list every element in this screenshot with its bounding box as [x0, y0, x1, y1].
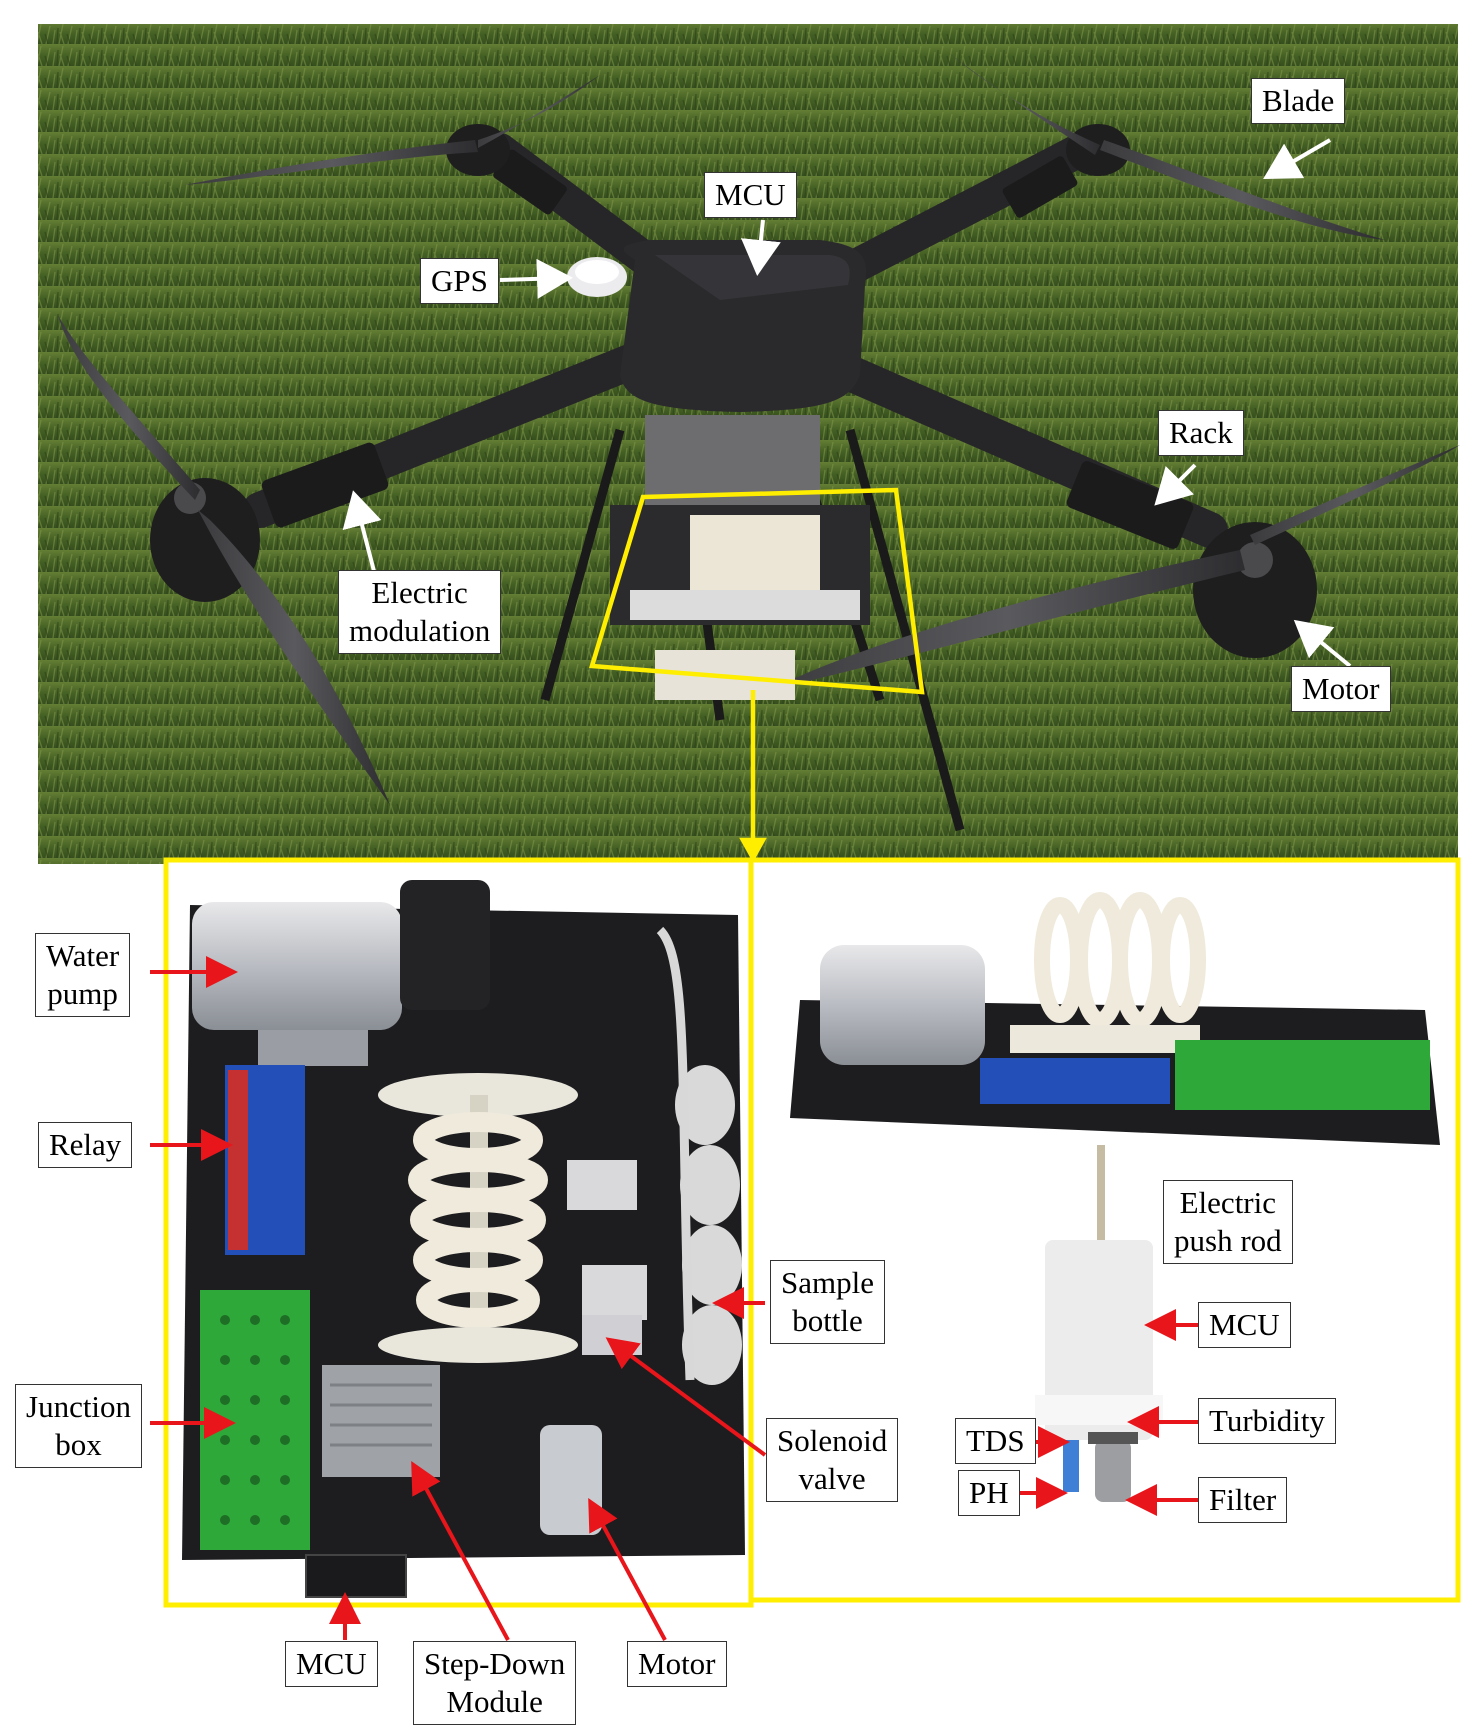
- label-step-down-module: Step-Down Module: [413, 1641, 577, 1725]
- label-blade: Blade: [1251, 78, 1346, 124]
- drone-photo: [38, 24, 1460, 864]
- label-solenoid-valve-line2: valve: [798, 1461, 866, 1496]
- label-electric-modulation-line1: Electric: [371, 575, 468, 610]
- arrow-gps: [499, 258, 573, 299]
- arrow-mcu-top: [741, 219, 781, 276]
- label-relay: Relay: [38, 1122, 133, 1168]
- arrow-blade: [1263, 138, 1332, 180]
- label-mcu-right: MCU: [1198, 1302, 1291, 1348]
- label-solenoid-valve-line1: Solenoid: [777, 1423, 888, 1458]
- label-step-down-module-line1: Step-Down: [424, 1646, 566, 1681]
- label-electric-push-rod: Electric push rod: [1163, 1180, 1293, 1264]
- label-tds: TDS: [955, 1418, 1036, 1464]
- label-mcu-top: MCU: [704, 172, 797, 218]
- white-arrows: [342, 138, 1352, 668]
- highlight-region: [589, 487, 925, 863]
- label-electric-push-rod-line2: push rod: [1174, 1223, 1282, 1258]
- label-junction-box: Junction box: [15, 1384, 143, 1468]
- label-sample-bottle-line1: Sample: [781, 1265, 874, 1300]
- label-turbidity: Turbidity: [1198, 1398, 1337, 1444]
- label-water-pump-line1: Water: [46, 938, 120, 973]
- label-ph: PH: [958, 1470, 1020, 1516]
- arrow-motor-bottom: [588, 1497, 667, 1641]
- arrow-solenoid-valve: [605, 1337, 767, 1457]
- label-filter: Filter: [1198, 1477, 1288, 1523]
- arrow-rack: [1154, 463, 1197, 506]
- label-mcu-bottom: MCU: [285, 1641, 378, 1687]
- label-motor-top: Motor: [1291, 666, 1391, 712]
- label-junction-box-line2: box: [55, 1427, 102, 1462]
- arrow-motor-top: [1293, 619, 1352, 668]
- label-water-pump: Water pump: [35, 933, 131, 1017]
- arrow-step-down-module: [411, 1460, 510, 1641]
- label-sample-bottle: Sample bottle: [770, 1260, 885, 1344]
- label-water-pump-line2: pump: [47, 976, 118, 1011]
- drone-blades: [58, 50, 1460, 805]
- label-junction-box-line1: Junction: [26, 1389, 132, 1424]
- label-gps: GPS: [420, 258, 499, 304]
- arrow-electric-modulation: [342, 490, 382, 576]
- label-rack: Rack: [1158, 410, 1244, 456]
- label-sample-bottle-line2: bottle: [792, 1303, 863, 1338]
- label-motor-bottom: Motor: [627, 1641, 727, 1687]
- label-step-down-module-line2: Module: [446, 1684, 543, 1719]
- sampling-board-photo: [163, 857, 754, 1608]
- label-electric-modulation: Electric modulation: [338, 570, 502, 654]
- label-electric-push-rod-line1: Electric: [1179, 1185, 1277, 1220]
- label-electric-modulation-line2: modulation: [349, 613, 491, 648]
- label-solenoid-valve: Solenoid valve: [766, 1418, 899, 1502]
